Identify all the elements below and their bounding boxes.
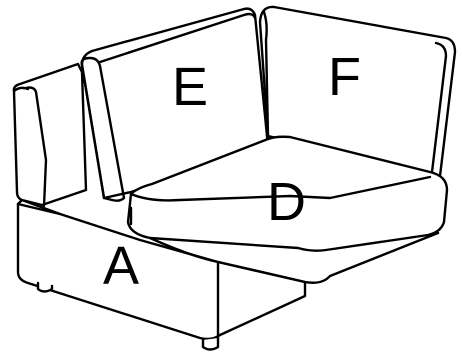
foot-right bbox=[203, 338, 218, 350]
left-armrest bbox=[14, 64, 86, 206]
label-F: F bbox=[328, 47, 361, 107]
label-A: A bbox=[103, 236, 139, 296]
label-E: E bbox=[172, 57, 208, 117]
label-D: D bbox=[267, 172, 306, 232]
